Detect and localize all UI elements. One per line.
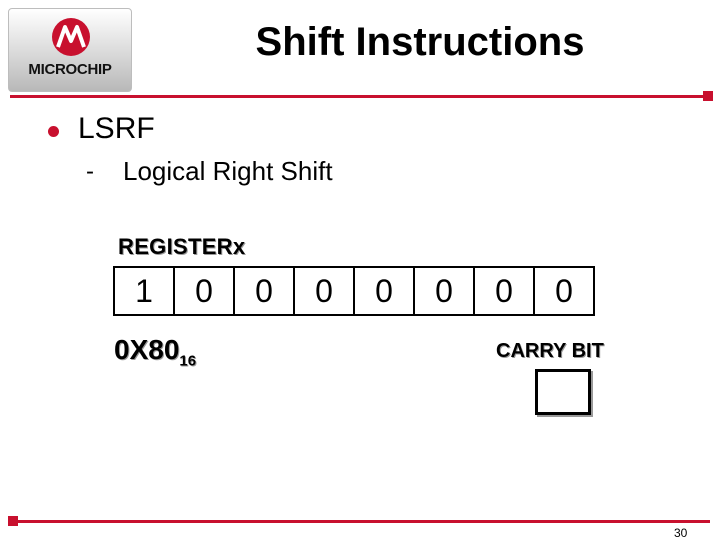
register-bit-4: 0 bbox=[295, 268, 355, 314]
register-bit-5: 0 bbox=[235, 268, 295, 314]
register-bit-0: 0 bbox=[555, 272, 573, 309]
top-divider-end-square bbox=[703, 91, 713, 101]
bullet-icon bbox=[48, 126, 59, 137]
logo-text: MICROCHIP bbox=[28, 61, 112, 78]
hex-value-number: 0X80 bbox=[114, 334, 180, 365]
page-number: 30 bbox=[674, 526, 688, 540]
register-bit-6: 0 bbox=[175, 268, 235, 314]
register-bit-7: 1 bbox=[115, 268, 175, 314]
register-bit-1: 0 bbox=[475, 268, 535, 314]
sub-bullet-dash: - bbox=[86, 158, 94, 185]
register-bit-3: 0 bbox=[355, 268, 415, 314]
microchip-m-logo-icon bbox=[52, 18, 90, 56]
register-bit-2: 0 bbox=[415, 268, 475, 314]
carry-bit-box bbox=[535, 369, 591, 415]
register-bits: 1 0 0 0 0 0 0 0 bbox=[113, 266, 595, 316]
bullet-label: LSRF bbox=[78, 112, 155, 145]
register-label: REGISTERx bbox=[118, 234, 246, 259]
carry-bit-label: CARRY BIT bbox=[496, 340, 604, 362]
bottom-divider-start-square bbox=[8, 516, 18, 526]
bottom-divider bbox=[10, 520, 710, 523]
hex-value: 0X8016 bbox=[114, 334, 196, 370]
slide-title: Shift Instructions bbox=[255, 20, 585, 64]
sub-bullet-text: Logical Right Shift bbox=[123, 156, 333, 186]
microchip-logo: MICROCHIP bbox=[8, 8, 132, 92]
top-divider bbox=[10, 95, 705, 98]
hex-base-subscript: 16 bbox=[179, 352, 197, 370]
